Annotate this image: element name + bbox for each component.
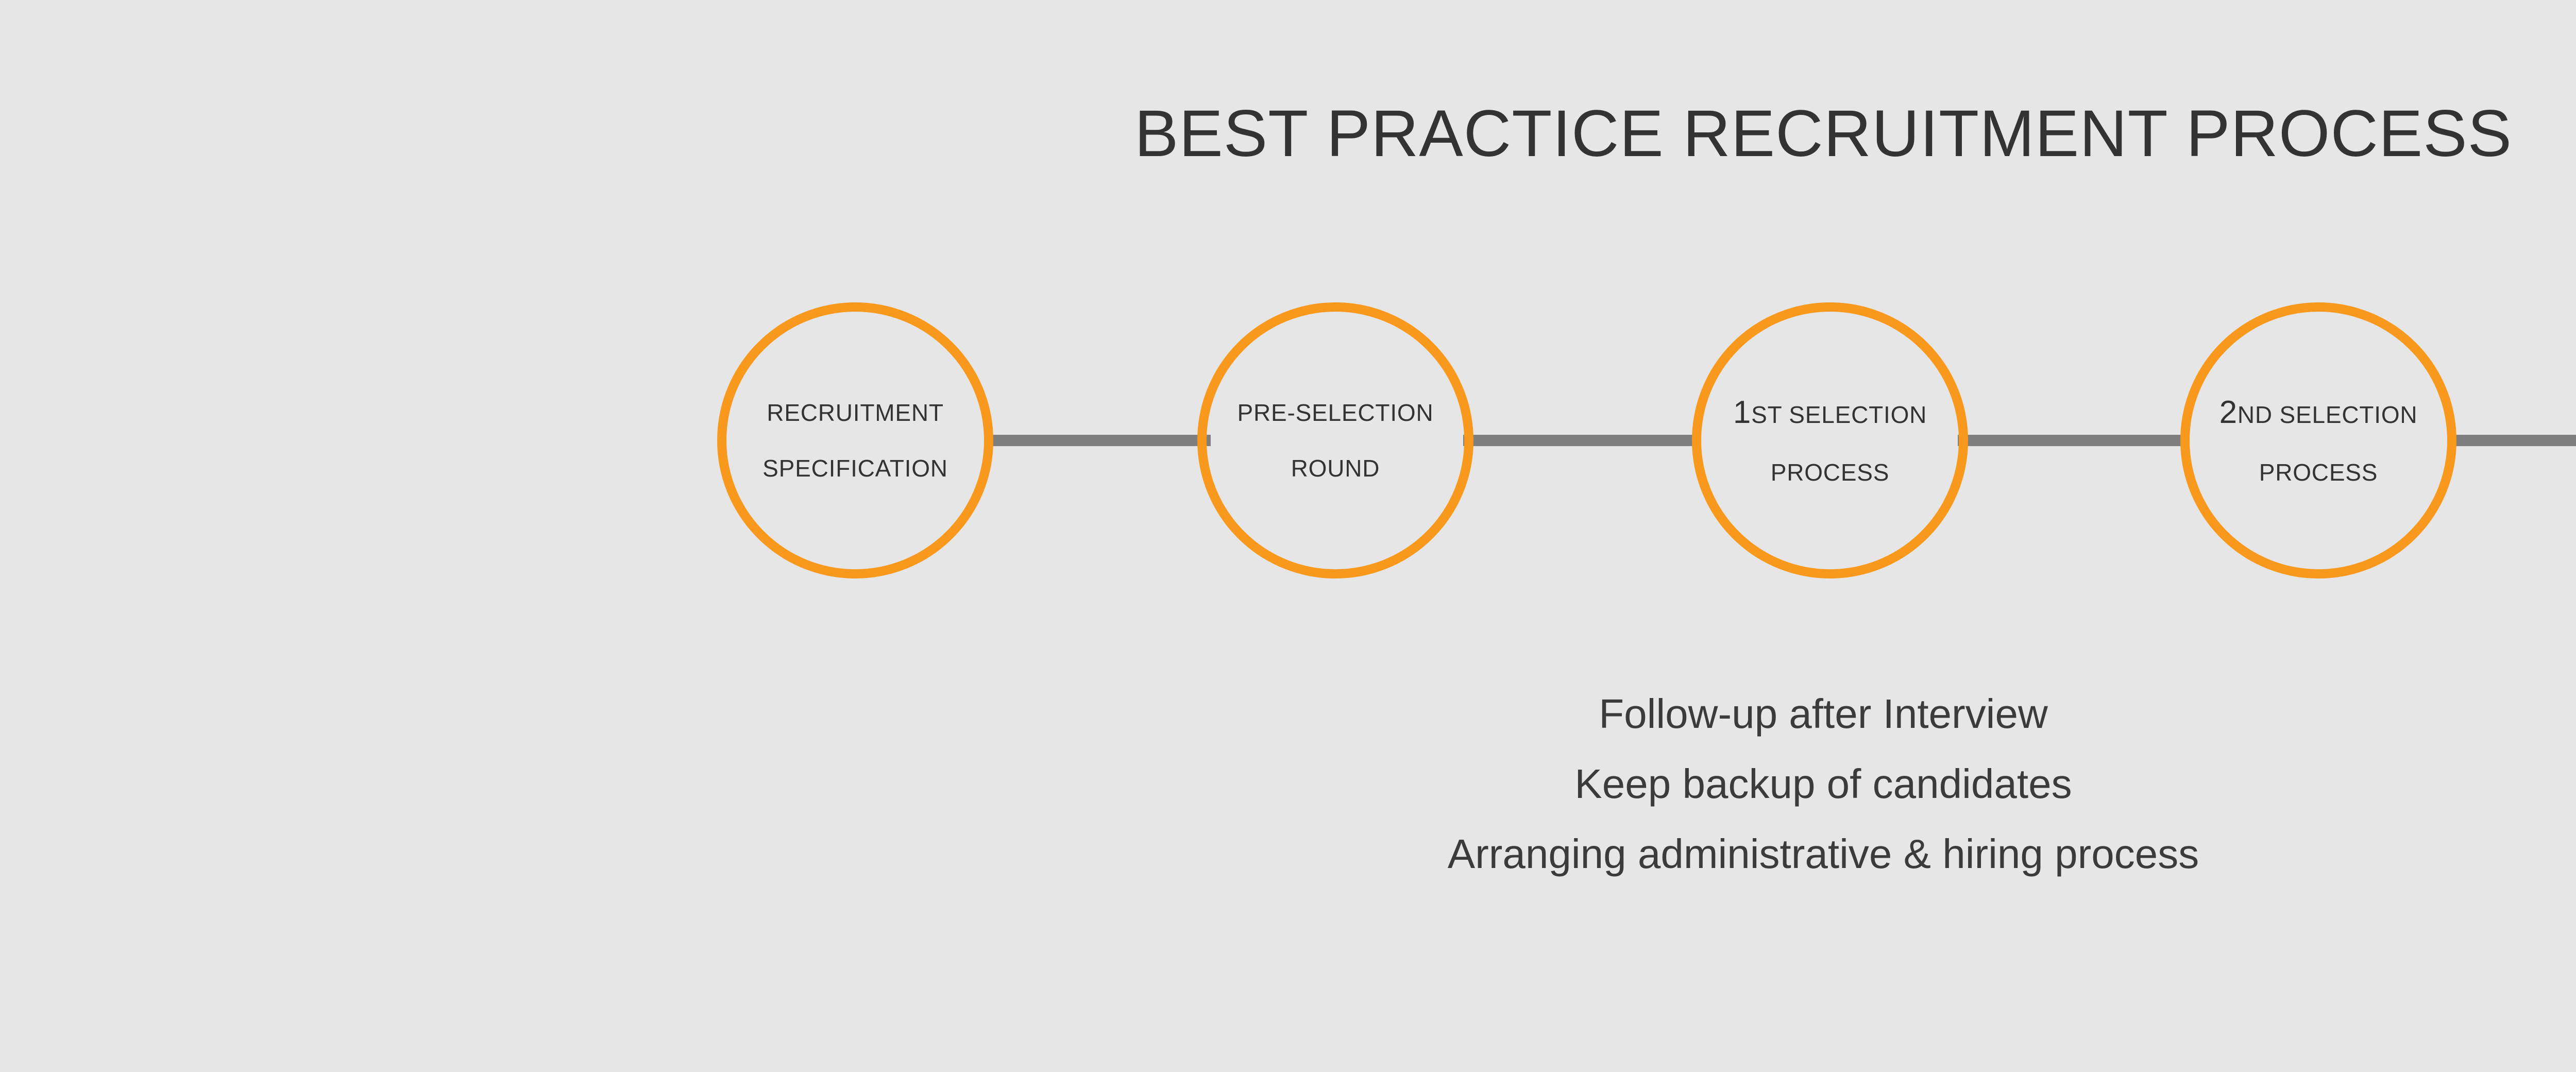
- process-step-pre-selection-round[interactable]: PRE-SELECTION ROUND: [1197, 302, 1473, 578]
- process-step-prefix: 1: [1733, 395, 1752, 430]
- connector-4-5: [2447, 435, 2576, 446]
- process-step-line1-text: ST SELECTION: [1751, 401, 1927, 428]
- process-step-1st-selection-process[interactable]: 1ST SELECTION PROCESS: [1692, 302, 1968, 578]
- page-title: BEST PRACTICE RECRUITMENT PROCESS: [1134, 97, 2512, 171]
- process-step-prefix: 2: [2219, 395, 2238, 430]
- process-step-2nd-selection-process[interactable]: 2ND SELECTION PROCESS: [2180, 302, 2456, 578]
- connector-2-3: [1463, 435, 1700, 446]
- process-step-label-line2: PROCESS: [1770, 459, 1890, 486]
- process-step-label-line2: PROCESS: [2259, 459, 2378, 486]
- process-step-label-line2: ROUND: [1291, 455, 1380, 482]
- process-step-label-line1: 2ND SELECTION: [2219, 397, 2418, 429]
- process-step-recruitment-specification[interactable]: RECRUITMENT SPECIFICATION: [717, 302, 993, 578]
- note-item: Arranging administrative & hiring proces…: [1447, 831, 2199, 877]
- process-step-label-line1: 1ST SELECTION: [1733, 397, 1927, 429]
- note-item: Follow-up after Interview: [1599, 691, 2048, 737]
- process-step-line1-text: ND SELECTION: [2237, 401, 2418, 428]
- process-step-label-line1: RECRUITMENT: [767, 401, 944, 424]
- connector-1-2: [984, 435, 1211, 446]
- process-step-label-line2: SPECIFICATION: [762, 455, 948, 482]
- process-step-line1-text: PRE-SELECTION: [1237, 399, 1434, 426]
- notes-list: Follow-up after Interview Keep backup of…: [0, 679, 2576, 889]
- note-item: Keep backup of candidates: [1574, 761, 2072, 807]
- connector-3-4: [1958, 435, 2190, 446]
- process-step-line1-text: RECRUITMENT: [767, 399, 944, 426]
- process-step-label-line1: PRE-SELECTION: [1237, 401, 1433, 424]
